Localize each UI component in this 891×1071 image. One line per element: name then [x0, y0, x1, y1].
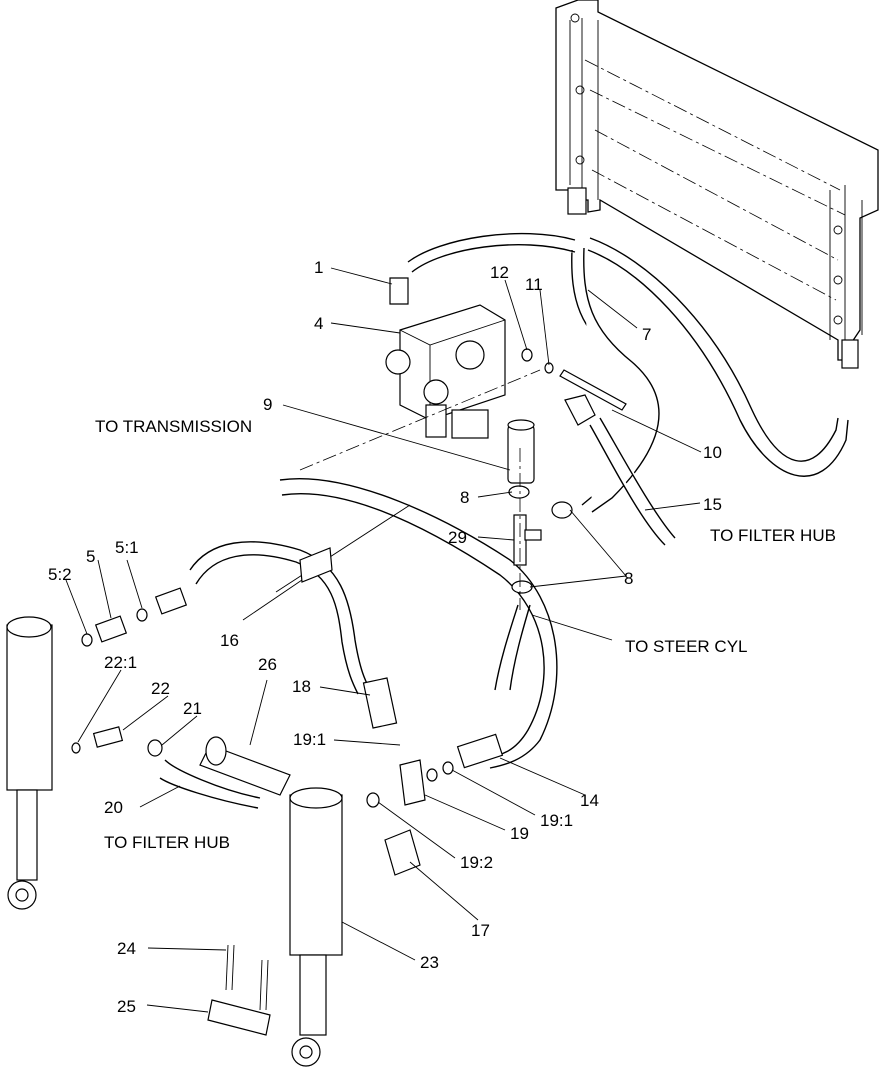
callout-4: 4: [314, 314, 323, 333]
callout-24: 24: [117, 939, 136, 958]
note-to-filter-hub-right: TO FILTER HUB: [710, 526, 836, 545]
callout-15: 15: [703, 495, 722, 514]
callout-5-1: 5:1: [115, 538, 139, 557]
hoses: [159, 232, 849, 809]
callout-19-1-top: 19:1: [293, 730, 326, 749]
callout-26: 26: [258, 655, 277, 674]
valve-block: [385, 277, 506, 439]
callout-5-2: 5:2: [48, 565, 72, 584]
note-to-steer-cyl: TO STEER CYL: [625, 637, 748, 656]
cylinders: [6, 616, 343, 1067]
callout-25: 25: [117, 997, 136, 1016]
note-to-transmission: TO TRANSMISSION: [95, 417, 252, 436]
callout-14: 14: [580, 791, 599, 810]
callout-16: 16: [220, 631, 239, 650]
callout-12: 12: [490, 263, 509, 282]
callout-19-2: 19:2: [460, 853, 493, 872]
callout-21: 21: [183, 699, 202, 718]
callout-1: 1: [314, 258, 323, 277]
callout-22-1: 22:1: [104, 653, 137, 672]
callout-23: 23: [420, 953, 439, 972]
callout-10: 10: [703, 443, 722, 462]
cable-tie: [275, 504, 411, 593]
leader-lines: [65, 267, 702, 1013]
callout-8-top: 8: [460, 488, 469, 507]
callout-7: 7: [642, 325, 651, 344]
callout-17: 17: [471, 921, 490, 940]
note-to-filter-hub-left: TO FILTER HUB: [104, 833, 230, 852]
callout-20: 20: [104, 798, 123, 817]
callout-29: 29: [448, 528, 467, 547]
centerline: [299, 369, 541, 471]
callout-8-bottom: 8: [624, 569, 633, 588]
callout-9: 9: [263, 395, 272, 414]
callout-22: 22: [151, 679, 170, 698]
callout-5: 5: [86, 547, 95, 566]
fittings: [71, 348, 627, 1036]
notes: TO TRANSMISSION TO FILTER HUB TO STEER C…: [95, 417, 836, 852]
callouts: 1 4 12 11 7 9 10 8 15 29 8 5:2 5 5:1 16 …: [48, 258, 722, 1016]
callout-18: 18: [292, 677, 311, 696]
callout-19: 19: [510, 824, 529, 843]
hose-clip: [299, 547, 333, 583]
callout-19-1-right: 19:1: [540, 811, 573, 830]
oil-cooler: [555, 0, 879, 369]
callout-11: 11: [525, 275, 543, 294]
